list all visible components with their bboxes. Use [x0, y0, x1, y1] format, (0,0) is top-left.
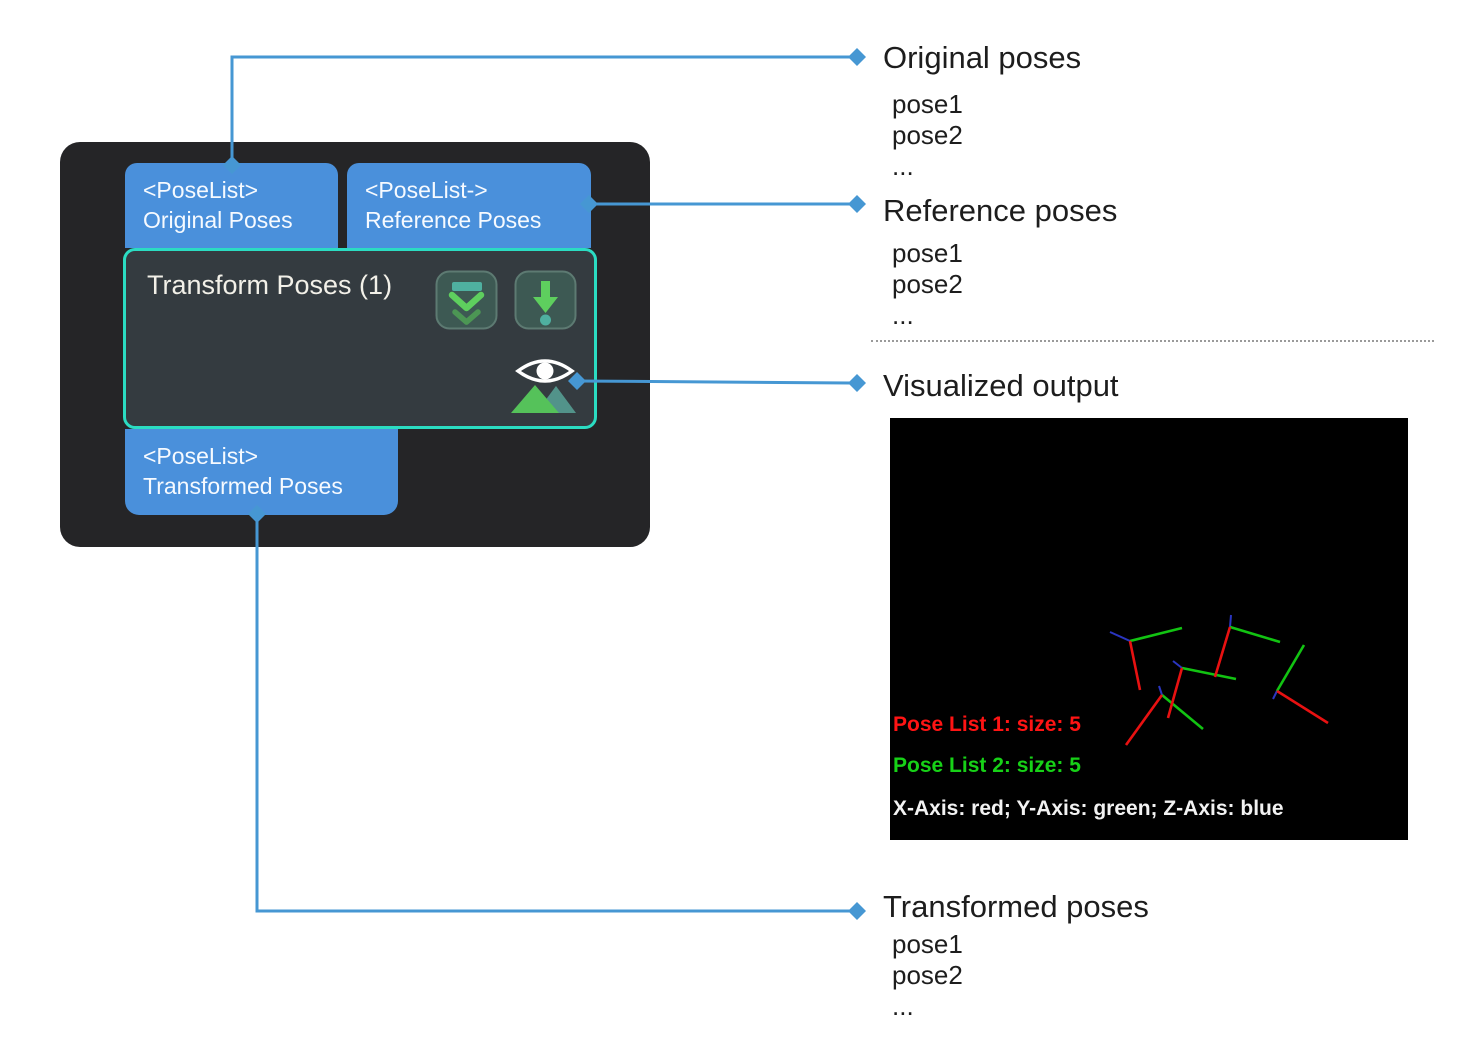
callout-title-reference-poses: Reference poses	[883, 193, 1118, 228]
down-arrow-icon	[514, 270, 577, 330]
visualized-output-image: Pose List 1: size: 5 Pose List 2: size: …	[890, 418, 1408, 840]
viz-legend-pose-list-1: Pose List 1: size: 5	[893, 713, 1081, 736]
pose-axes-drawing	[1109, 614, 1329, 746]
original-pose-list: pose1 pose2 ...	[892, 89, 963, 182]
step-title: Transform Poses (1)	[147, 270, 393, 300]
input-port-reference-poses[interactable]: <PoseList-> Reference Poses	[347, 163, 591, 248]
callout-title-transformed-poses: Transformed poses	[883, 889, 1149, 924]
port-type-label: <PoseList->	[365, 177, 488, 203]
viz-legend-axis-colors: X-Axis: red; Y-Axis: green; Z-Axis: blue	[893, 797, 1284, 820]
list-item: pose1	[892, 89, 963, 119]
eye-visualization-icon	[511, 359, 576, 413]
list-item: pose2	[892, 960, 963, 990]
run-step-button[interactable]	[514, 270, 577, 330]
input-port-original-poses[interactable]: <PoseList> Original Poses	[125, 163, 338, 248]
list-item: pose2	[892, 269, 963, 299]
list-item: ...	[892, 991, 914, 1021]
list-item: pose1	[892, 238, 963, 268]
list-item: pose1	[892, 929, 963, 959]
list-item: pose2	[892, 120, 963, 150]
port-name-label: Transformed Poses	[143, 473, 343, 499]
port-type-label: <PoseList>	[143, 177, 259, 203]
callout-title-original-poses: Original poses	[883, 40, 1082, 75]
step-node: <PoseList> Original Poses <PoseList-> Re…	[60, 142, 650, 547]
list-item: ...	[892, 151, 914, 181]
collapse-step-button[interactable]	[435, 270, 498, 330]
port-name-label: Original Poses	[143, 207, 293, 233]
dotted-separator	[871, 340, 1434, 342]
transformed-pose-list: pose1 pose2 ...	[892, 929, 963, 1022]
port-type-label: <PoseList>	[143, 443, 259, 469]
double-chevron-down-icon	[435, 270, 498, 330]
viz-legend-pose-list-2: Pose List 2: size: 5	[893, 754, 1081, 777]
reference-pose-list: pose1 pose2 ...	[892, 238, 963, 331]
visualize-output-toggle[interactable]	[508, 350, 586, 418]
port-name-label: Reference Poses	[365, 207, 542, 233]
output-port-transformed-poses[interactable]: <PoseList> Transformed Poses	[125, 429, 398, 515]
transform-poses-step[interactable]: Transform Poses (1)	[123, 248, 597, 429]
callout-title-visualized-output: Visualized output	[883, 368, 1119, 403]
list-item: ...	[892, 300, 914, 330]
